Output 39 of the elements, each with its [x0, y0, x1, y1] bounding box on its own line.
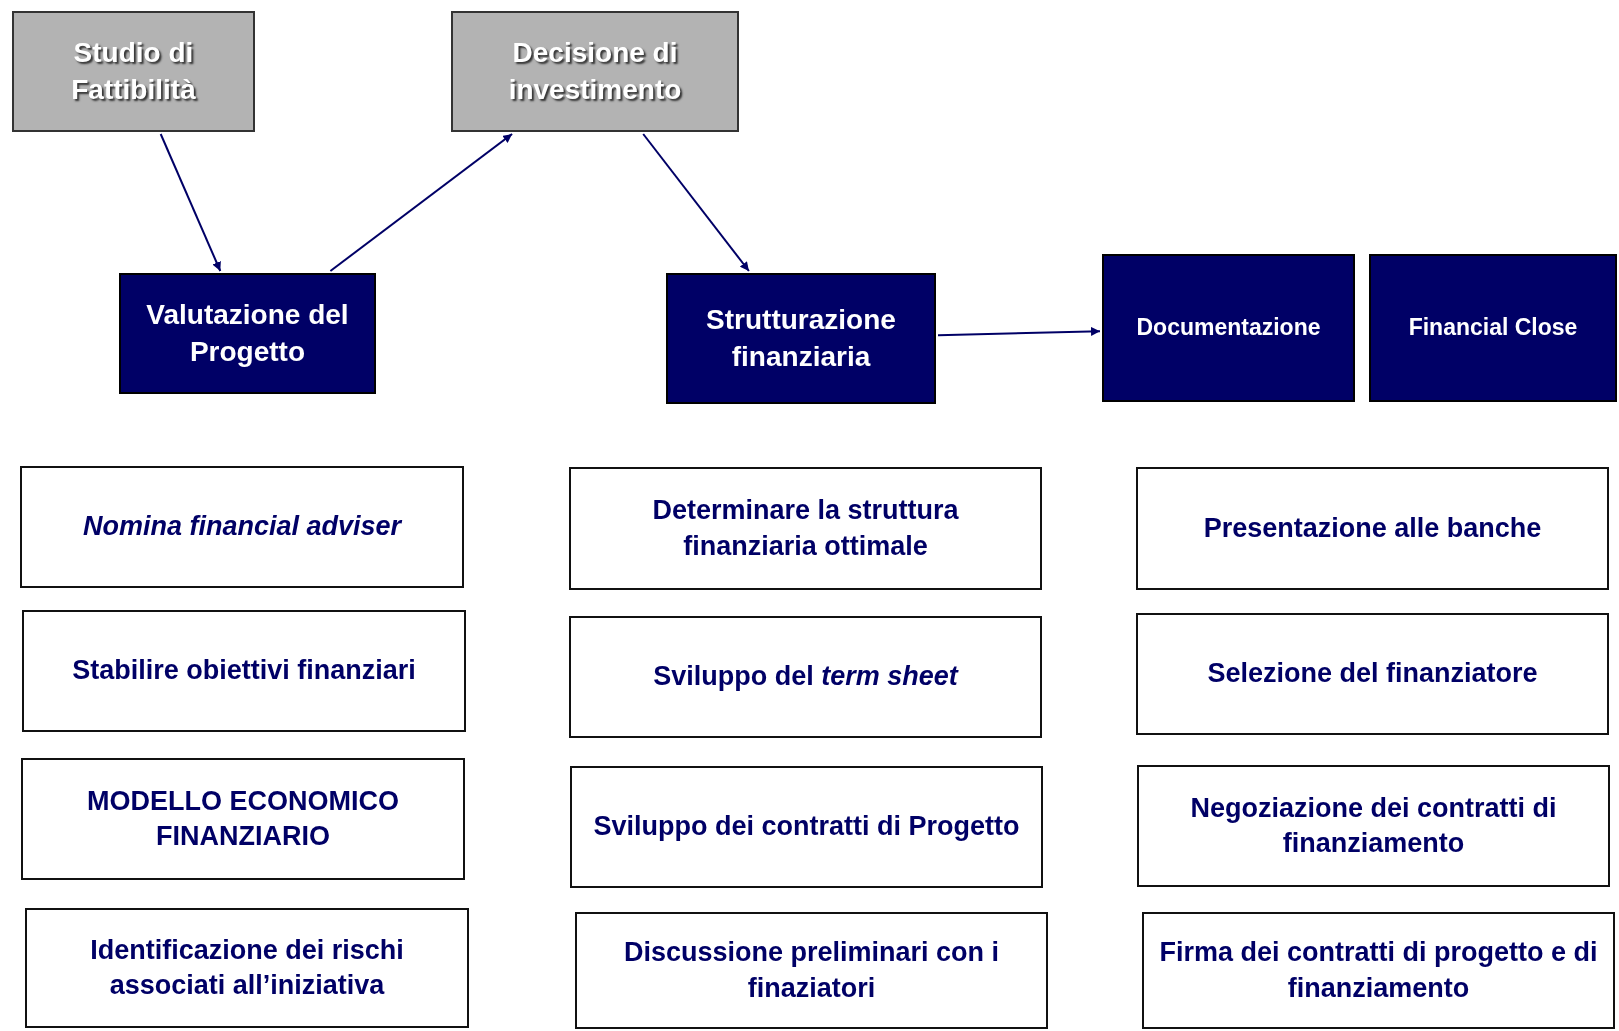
phase-box	[1102, 254, 1355, 402]
activity-box	[20, 466, 464, 588]
activity-box	[575, 912, 1048, 1029]
box-label: MODELLO ECONOMICO FINANZIARIO	[86, 784, 400, 853]
box-label: Valutazione del Progetto	[145, 298, 350, 369]
box-label: Determinare la struttura finanziaria ottimale	[651, 494, 960, 563]
box-label: Financial Close	[1408, 313, 1578, 343]
box-label: Studio di Fattibilità	[70, 36, 197, 107]
box-label: Discussione preliminari con i finaziatori	[622, 936, 1001, 1005]
activity-box	[21, 758, 465, 880]
activity-box	[22, 610, 466, 732]
stage-box	[12, 11, 255, 132]
box-label: Sviluppo dei contratti di Progetto	[593, 810, 1020, 844]
activity-box	[1142, 912, 1615, 1029]
box-label: Identificazione dei rischi associati all’iniziativa	[89, 933, 405, 1002]
phase-box	[666, 273, 936, 404]
box-label: Stabilire obiettivi finanziari	[72, 654, 416, 688]
arrow	[159, 133, 222, 272]
box-label: Selezione del finanziatore	[1207, 657, 1538, 691]
phase-box	[1369, 254, 1617, 402]
phase-box	[119, 273, 376, 394]
activity-box	[570, 766, 1043, 888]
box-label: Documentazione	[1136, 313, 1321, 343]
arrow	[937, 326, 1101, 337]
box-label: Firma dei contratti di progetto e di finanziamento	[1158, 936, 1599, 1005]
activity-box	[25, 908, 469, 1028]
box-label: Negoziazione dei contratti di finanziamento	[1189, 791, 1558, 860]
activity-box	[569, 467, 1042, 590]
box-label: Nomina financial adviser	[82, 510, 402, 544]
box-label: Strutturazione finanziaria	[705, 303, 897, 374]
activity-box	[1136, 467, 1609, 590]
box-label: Sviluppo del term sheet	[653, 660, 958, 694]
box-label: Presentazione alle banche	[1203, 511, 1542, 545]
activity-box	[1136, 613, 1609, 735]
arrow	[642, 133, 750, 272]
activity-box	[569, 616, 1042, 738]
activity-box	[1137, 765, 1610, 887]
arrow	[329, 133, 514, 272]
stage-box	[451, 11, 739, 132]
